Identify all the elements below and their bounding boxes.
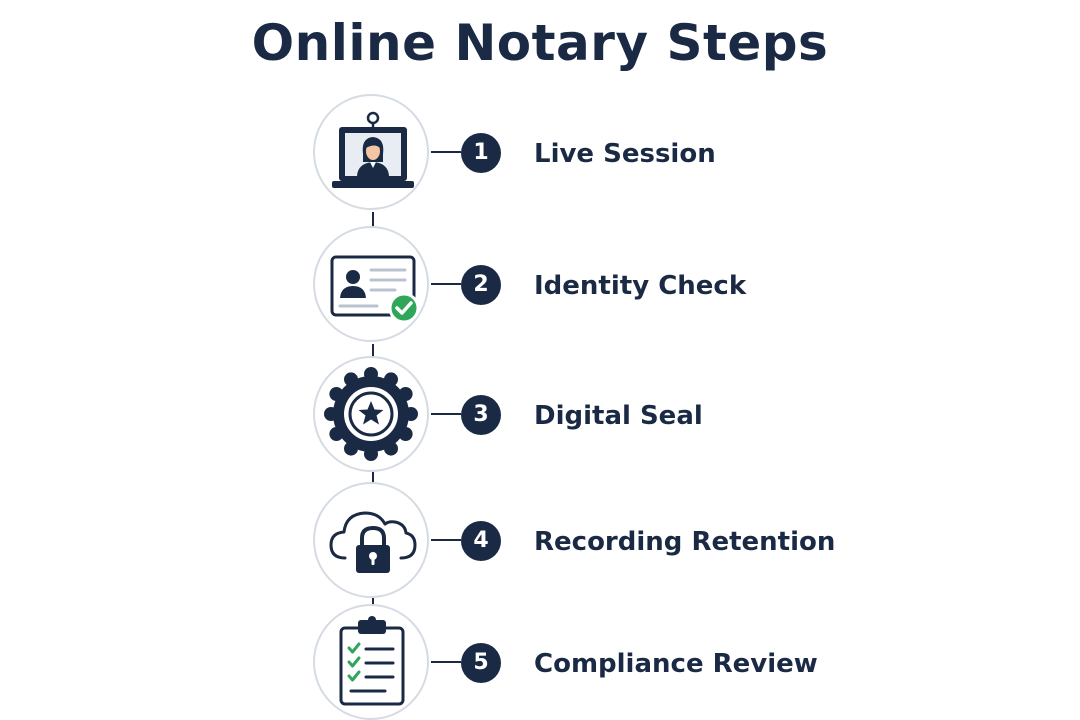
step-connector [431, 413, 461, 415]
step-connector [431, 283, 461, 285]
step-number-badge: 5 [461, 643, 501, 683]
timeline-connector [372, 598, 374, 606]
step-icon-circle [313, 482, 429, 598]
step-connector [431, 539, 461, 541]
step-identity-check: 2 Identity Check [0, 226, 1080, 346]
step-number-badge: 2 [461, 265, 501, 305]
step-label: Compliance Review [534, 649, 818, 679]
seal-star-icon [324, 367, 418, 461]
step-icon-circle [313, 94, 429, 210]
page-title: Online Notary Steps [251, 14, 829, 72]
step-number-badge: 1 [461, 133, 501, 173]
step-recording-retention: 4 Recording Retention [0, 482, 1080, 602]
timeline-connector [372, 344, 374, 358]
step-connector [431, 151, 461, 153]
timeline-connector [372, 472, 374, 484]
cloud-lock-icon [329, 511, 417, 573]
step-number-badge: 3 [461, 395, 501, 435]
step-label: Identity Check [534, 271, 747, 301]
timeline-connector [372, 212, 374, 228]
step-live-session: 1 Live Session [0, 94, 1080, 214]
step-label: Live Session [534, 139, 716, 169]
step-label: Digital Seal [534, 401, 703, 431]
id-card-verified-icon [330, 255, 420, 324]
video-call-laptop-icon [332, 111, 414, 188]
step-icon-circle [313, 356, 429, 472]
step-digital-seal: 3 Digital Seal [0, 356, 1080, 476]
step-icon-circle [313, 226, 429, 342]
step-icon-circle [313, 604, 429, 720]
clipboard-checklist-icon [339, 616, 405, 706]
step-connector [431, 661, 461, 663]
step-compliance-review: 5 Compliance Review [0, 604, 1080, 720]
step-number-badge: 4 [461, 521, 501, 561]
step-label: Recording Retention [534, 527, 836, 557]
